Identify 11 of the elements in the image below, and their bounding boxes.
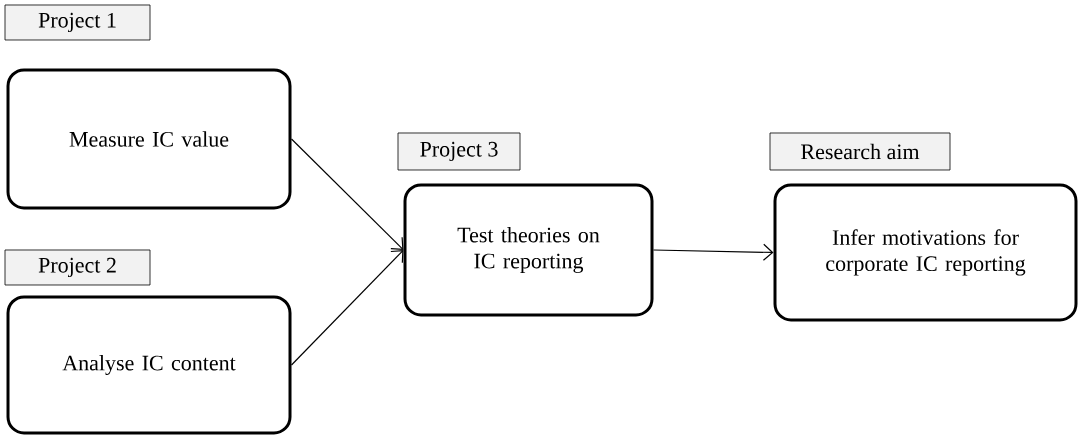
process-box: Measure IC value xyxy=(6,68,292,210)
arrow xyxy=(290,138,404,250)
project-tag: Project 3 xyxy=(397,132,521,171)
project-tag: Research aim xyxy=(769,132,951,171)
arrow xyxy=(290,250,404,366)
process-box: Infer motivations for corporate IC reporting xyxy=(773,183,1078,322)
process-box: Test theories on IC reporting xyxy=(403,183,654,317)
process-box: Analyse IC content xyxy=(6,295,292,435)
arrow xyxy=(652,243,774,261)
project-tag: Project 2 xyxy=(4,249,151,286)
project-tag: Project 1 xyxy=(4,4,151,41)
